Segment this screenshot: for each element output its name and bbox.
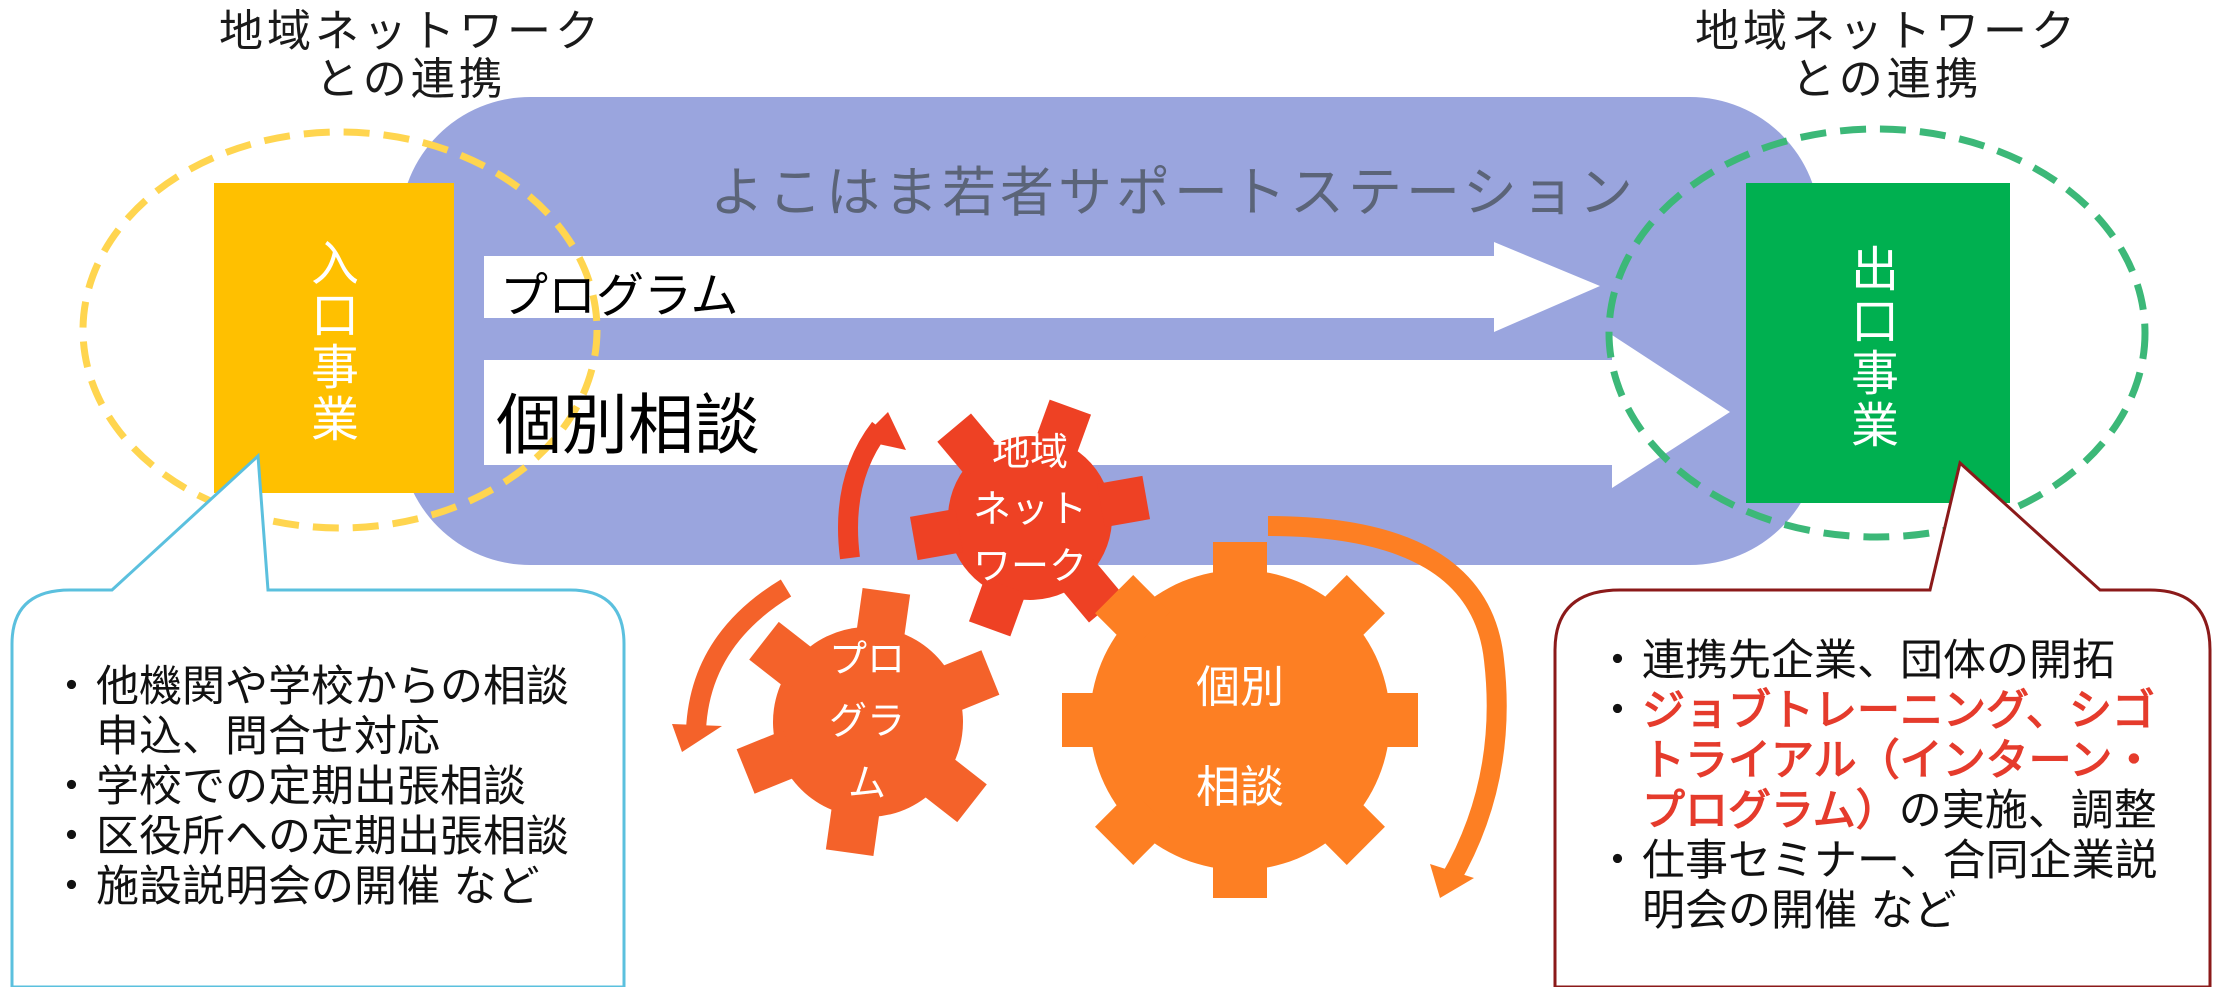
right-callout-item: 仕事セミナー、合同企業説 明会の開催 など [1596,836,2158,936]
gear-counseling-line2: 相談 [1196,762,1284,813]
gear-program-line3: ム [847,761,886,805]
program-arrow [484,242,1600,332]
gear-program [736,587,1000,857]
curved-arrow-right-head [1430,864,1474,898]
counseling-arrow-label: 個別相談 [496,387,760,464]
gear-network-line2: ネット [972,487,1087,531]
curved-arrow-up-head [860,412,906,450]
left-network-label: 地域ネットワーク との連携 [131,8,691,104]
gear-program-line1: プロ [828,637,905,681]
right-callout-item: ジョブトレーニング、シゴ トライアル（インターン・ プログラム）の実施、調整 [1596,686,2158,836]
station-title: よこはま若者サポートステーション [710,161,1637,224]
right-callout-item2-line1: ジョブトレーニング、シゴ [1642,686,2155,736]
right-network-label: 地域ネットワーク との連携 [1607,8,2167,104]
right-network-ellipse [1605,125,2149,541]
left-callout-item: 他機関や学校からの相談 申込、問合せ対応 [50,662,569,762]
right-callout-list: 連携先企業、団体の開拓 ジョブトレーニング、シゴ トライアル（インターン・ プロ… [1596,636,2158,936]
gear-counseling-line1: 個別 [1196,662,1284,713]
right-callout-item3-line2: 明会の開催 など [1642,886,1957,936]
left-network-ellipse [79,128,601,532]
counseling-arrow [484,335,1730,488]
left-callout-list: 他機関や学校からの相談 申込、問合せ対応 学校での定期出張相談 区役所への定期出… [50,662,569,912]
gear-counseling [1062,542,1418,898]
entry-box-label: 入口事業 [302,238,358,446]
curved-arrow-left [686,579,792,731]
right-callout-item1: 連携先企業、団体の開拓 [1642,636,2115,686]
left-callout-item: 区役所への定期出張相談 [50,812,569,862]
entry-box [214,183,454,493]
program-arrow-label: プログラム [500,268,739,324]
right-callout-item3-line1: 仕事セミナー、合同企業説 [1642,836,2158,886]
left-network-label-line2: との連携 [315,54,507,105]
curved-arrow-left-head [672,724,722,752]
left-callout-item: 学校での定期出張相談 [50,762,569,812]
gear-counseling-label: 個別 相談 [1170,638,1310,838]
right-callout-item2-highlight3: プログラム） [1642,786,1899,836]
gear-network-line3: ワーク [972,544,1087,588]
right-callout-item2-line2: トライアル（インターン・ [1642,736,2156,786]
right-callout-item: 連携先企業、団体の開拓 [1596,636,2158,686]
curved-arrow-right [1267,516,1507,886]
left-callout-item2: 学校での定期出張相談 [96,762,526,812]
gear-program-line2: グラ [828,699,905,743]
left-callout-item1-line2: 申込、問合せ対応 [96,712,440,762]
gear-network-line1: 地域 [991,430,1068,474]
left-network-label-line1: 地域ネットワーク [219,6,603,57]
left-callout-item: 施設説明会の開催 など [50,862,569,912]
left-callout-item1-line1: 他機関や学校からの相談 [96,662,569,712]
right-callout-item2-line3: プログラム）の実施、調整 [1642,786,2158,836]
left-callout-item3: 区役所への定期出張相談 [96,812,569,862]
right-callout-item2-suffix: の実施、調整 [1898,786,2157,836]
left-callout-item4: 施設説明会の開催 など [96,862,540,912]
right-network-label-line1: 地域ネットワーク [1695,6,2079,57]
exit-box [1746,183,2010,503]
gear-network-label: 地域 ネット ワーク [960,424,1100,595]
exit-box-label: 出口事業 [1842,244,1898,452]
right-network-label-line2: との連携 [1791,54,1983,105]
gear-program-label: プロ グラ ム [802,628,932,814]
